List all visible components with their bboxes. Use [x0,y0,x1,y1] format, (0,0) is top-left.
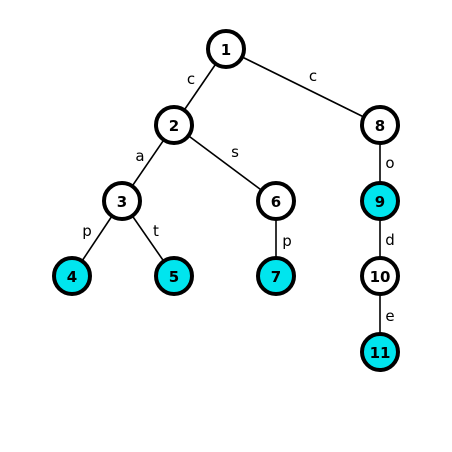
edge-label-9-10: d [385,231,395,249]
node-circle [256,181,296,221]
edge-2-6 [173,124,277,202]
node-7: 7 [256,256,296,296]
node-1: 1 [206,29,246,69]
node-label-3: 3 [117,193,127,211]
edge-label-3-4: p [82,222,92,240]
node-5: 5 [154,256,194,296]
node-label-2: 2 [169,117,179,135]
node-circle [102,181,142,221]
node-circle [154,105,194,145]
terminal-node-circle [52,256,92,296]
nodes-layer: 1 2 3 4 5 6 7 8 9 10 11 [52,29,400,372]
node-label-5: 5 [169,268,179,286]
node-label-11: 11 [370,344,391,362]
node-10: 10 [360,256,400,296]
node-circle [360,105,400,145]
terminal-node-circle [154,256,194,296]
node-9: 9 [360,181,400,221]
node-circle [206,29,246,69]
edge-label-6-7: p [282,232,292,250]
node-label-6: 6 [271,193,281,211]
edge-label-2-3: a [135,147,144,165]
node-4: 4 [52,256,92,296]
edge-label-10-11: e [385,307,394,325]
edge-label-1-8: c [309,67,317,85]
terminal-node-circle [256,256,296,296]
node-2: 2 [154,105,194,145]
node-label-8: 8 [375,117,385,135]
terminal-node-circle [360,332,400,372]
node-label-4: 4 [67,268,77,286]
terminal-node-circle [360,181,400,221]
node-6: 6 [256,181,296,221]
edge-label-1-2: c [187,70,195,88]
edge-label-8-9: o [385,154,394,172]
edge-label-3-5: t [153,222,159,240]
node-circle [360,256,400,296]
node-label-9: 9 [375,193,385,211]
node-label-1: 1 [221,41,231,59]
node-11: 11 [360,332,400,372]
edge-1-8 [225,48,381,126]
node-label-10: 10 [370,268,391,286]
edge-label-2-6: s [231,143,239,161]
node-label-7: 7 [271,268,281,286]
node-3: 3 [102,181,142,221]
node-8: 8 [360,105,400,145]
